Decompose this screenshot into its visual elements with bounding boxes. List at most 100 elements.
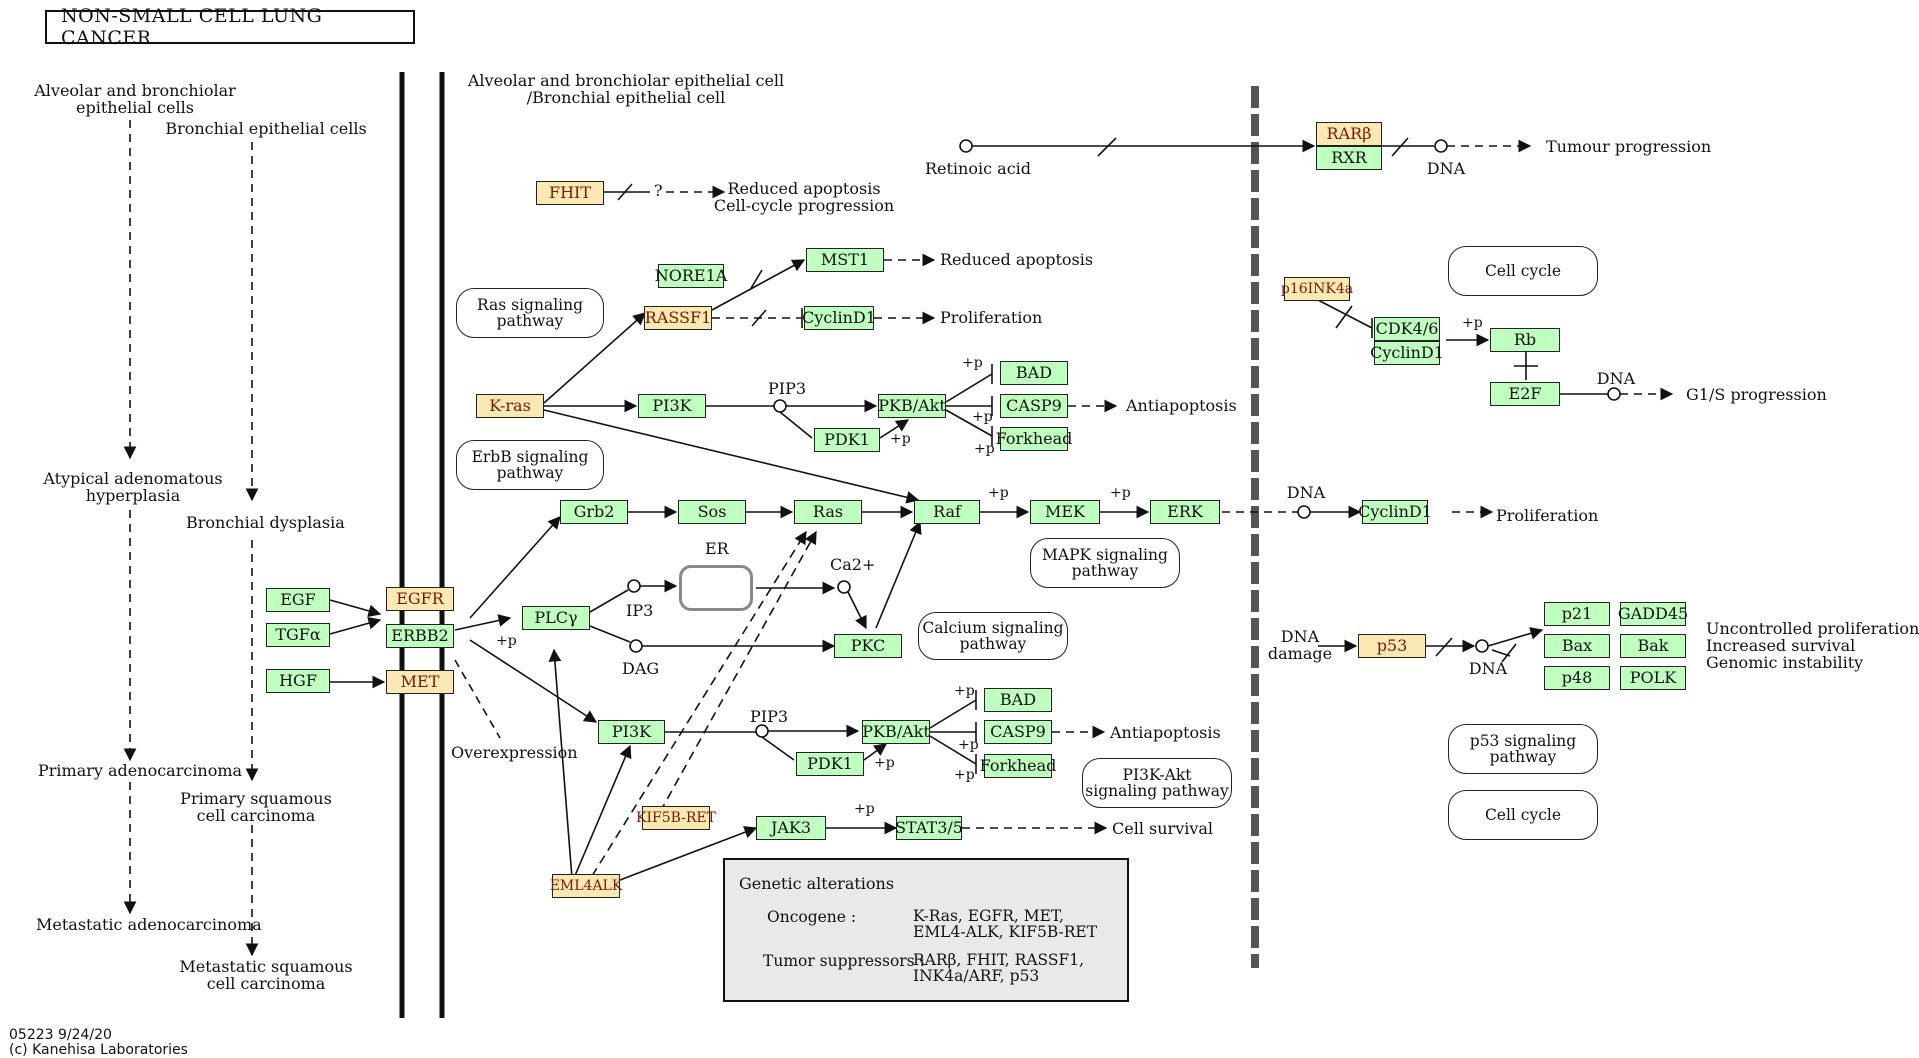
gene-rb[interactable]: Rb — [1490, 328, 1560, 352]
gene-pkb-akt-b[interactable]: PKB/Akt — [862, 720, 930, 744]
p53-pathway-link[interactable]: p53 signaling pathway — [1448, 724, 1598, 774]
gene-p21[interactable]: p21 — [1544, 602, 1610, 626]
gene-tgfa[interactable]: TGFα — [266, 623, 330, 647]
erbb-pathway-link[interactable]: ErbB signaling pathway — [456, 440, 604, 490]
phospho-label: +p — [962, 355, 983, 371]
gene-kras[interactable]: K-ras — [476, 394, 544, 418]
pip3-label-b: PIP3 — [750, 707, 789, 726]
dna-label-rb: DNA — [1596, 369, 1636, 388]
gene-rxr[interactable]: RXR — [1316, 146, 1382, 170]
phospho-label: +p — [958, 737, 979, 753]
gene-eml4alk[interactable]: EML4ALK — [550, 874, 622, 898]
gene-pdk1-a[interactable]: PDK1 — [814, 428, 880, 452]
gene-pkb-akt-a[interactable]: PKB/Akt — [878, 394, 946, 418]
g1s-progression-label: G1/S progression — [1686, 385, 1827, 404]
phospho-label: +p — [874, 755, 895, 771]
gene-mek[interactable]: MEK — [1030, 500, 1100, 524]
gene-plcg[interactable]: PLCγ — [522, 606, 590, 630]
cell-cycle-link-a[interactable]: Cell cycle — [1448, 246, 1598, 296]
gene-rarb[interactable]: RARβ — [1316, 122, 1382, 146]
bronchial-cell-label: Bronchial epithelial cells — [165, 119, 367, 138]
ras-pathway-link[interactable]: Ras signaling pathway — [456, 288, 604, 338]
gene-erk[interactable]: ERK — [1150, 500, 1220, 524]
gene-gadd45[interactable]: GADD45 — [1618, 602, 1688, 626]
er-compartment — [679, 565, 753, 611]
gene-grb2[interactable]: Grb2 — [560, 500, 628, 524]
reduced-apoptosis-label: Reduced apoptosis — [940, 250, 1094, 269]
gene-bad-a[interactable]: BAD — [1000, 361, 1068, 385]
phospho-label: +p — [972, 409, 993, 425]
antiapoptosis-label-a: Antiapoptosis — [1126, 396, 1237, 415]
gene-nore1a[interactable]: NORE1A — [655, 264, 727, 288]
gene-p48[interactable]: p48 — [1544, 666, 1610, 690]
gene-bax[interactable]: Bax — [1544, 634, 1610, 658]
antiapoptosis-label-b: Antiapoptosis — [1110, 723, 1221, 742]
phospho-label: +p — [954, 767, 975, 783]
gene-stat35[interactable]: STAT3/5 — [895, 816, 963, 840]
membrane-cell-label: Alveolar and bronchiolar epithelial cell… — [467, 71, 785, 107]
legend-suppressor-value: RARβ, FHIT, RASSF1, INK4a/ARF, p53 — [913, 951, 1085, 985]
gene-raf[interactable]: Raf — [914, 500, 980, 524]
stage-primary-adeno: Primary adenocarcinoma — [38, 761, 243, 780]
unknown-mark: ? — [654, 181, 663, 200]
tumour-progression-label: Tumour progression — [1546, 137, 1712, 156]
gene-bak[interactable]: Bak — [1620, 634, 1686, 658]
overexpression-label: Overexpression — [451, 743, 578, 762]
gene-casp9-a[interactable]: CASP9 — [1000, 394, 1068, 418]
gene-pkc[interactable]: PKC — [834, 634, 902, 658]
gene-hgf[interactable]: HGF — [266, 669, 330, 693]
dna-label-p53: DNA — [1468, 659, 1508, 678]
gene-forkhead-a[interactable]: Forkhead — [996, 427, 1072, 451]
gene-polk[interactable]: POLK — [1620, 666, 1686, 690]
mapk-pathway-link[interactable]: MAPK signaling pathway — [1030, 538, 1180, 588]
gene-bad-b[interactable]: BAD — [984, 688, 1052, 712]
pi3k-akt-pathway-link[interactable]: PI3K-Akt signaling pathway — [1082, 758, 1232, 808]
gene-egf[interactable]: EGF — [266, 588, 330, 612]
gene-pdk1-b[interactable]: PDK1 — [796, 752, 864, 776]
ip3-label: IP3 — [626, 601, 654, 620]
phospho-label: +p — [988, 485, 1009, 501]
phospho-label: +p — [890, 431, 911, 447]
gene-cyclind1-a[interactable]: CyclinD1 — [802, 306, 876, 330]
gene-ras[interactable]: Ras — [794, 500, 862, 524]
gene-cyclind1-b[interactable]: CyclinD1 — [1370, 341, 1444, 365]
calcium-pathway-link[interactable]: Calcium signaling pathway — [918, 612, 1068, 660]
legend-oncogene-value: K-Ras, EGFR, MET, EML4-ALK, KIF5B-RET — [913, 907, 1098, 941]
gene-cdk46[interactable]: CDK4/6 — [1374, 317, 1440, 341]
stage-primary-squamous: Primary squamous cell carcinoma — [180, 789, 332, 825]
gene-pi3k-a[interactable]: PI3K — [638, 394, 706, 418]
gene-forkhead-b[interactable]: Forkhead — [980, 754, 1056, 778]
gene-cyclind1-c[interactable]: CyclinD1 — [1358, 500, 1432, 524]
phospho-label: +p — [1110, 485, 1131, 501]
gene-fhit[interactable]: FHIT — [536, 181, 604, 205]
legend-title: Genetic alterations — [739, 874, 895, 893]
alveolar-cell-label: Alveolar and bronchiolar epithelial cell… — [34, 81, 236, 117]
gene-p16[interactable]: p16INK4a — [1281, 277, 1353, 301]
gene-egfr[interactable]: EGFR — [386, 587, 454, 611]
gene-casp9-b[interactable]: CASP9 — [984, 720, 1052, 744]
gene-mst1[interactable]: MST1 — [806, 248, 884, 272]
gene-p53[interactable]: p53 — [1358, 634, 1426, 658]
cell-survival-label: Cell survival — [1112, 819, 1214, 838]
phospho-label: +p — [854, 801, 875, 817]
page-title: NON-SMALL CELL LUNG CANCER — [45, 5, 415, 49]
retinoic-acid-label: Retinoic acid — [924, 159, 1032, 178]
gene-kif5b-ret[interactable]: KIF5B-RET — [636, 806, 716, 830]
gene-pi3k-b[interactable]: PI3K — [598, 720, 665, 744]
proliferation-label-a: Proliferation — [940, 308, 1043, 327]
legend-oncogene-label: Oncogene : — [767, 908, 857, 926]
phospho-label: +p — [974, 441, 995, 457]
gene-jak3[interactable]: JAK3 — [756, 816, 826, 840]
legend-suppressor-label: Tumor suppressors : — [763, 952, 925, 970]
cell-cycle-link-b[interactable]: Cell cycle — [1448, 790, 1598, 840]
gene-sos[interactable]: Sos — [678, 500, 746, 524]
gene-erbb2[interactable]: ERBB2 — [386, 624, 454, 648]
gene-e2f[interactable]: E2F — [1490, 382, 1560, 406]
dna-label-erk: DNA — [1286, 483, 1326, 502]
footer-code: 05223 9/24/20 — [9, 1027, 112, 1043]
proliferation-label-b: Proliferation — [1496, 506, 1599, 525]
phospho-label: +p — [1462, 315, 1483, 331]
stage-metastatic-squamous: Metastatic squamous cell carcinoma — [179, 957, 353, 993]
gene-met[interactable]: MET — [386, 670, 454, 694]
gene-rassf1[interactable]: RASSF1 — [644, 306, 712, 330]
